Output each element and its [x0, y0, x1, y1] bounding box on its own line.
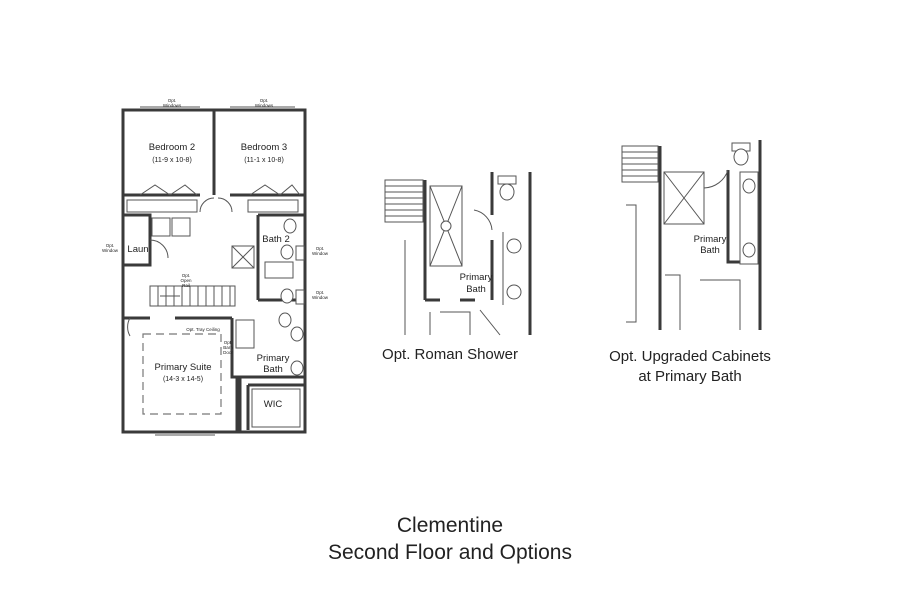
- option-roman-shower-plan: [384, 172, 532, 336]
- opt-open-rail-note-2: Open: [180, 278, 192, 283]
- opt-barn-door-note: Opt.: [224, 340, 233, 345]
- sink: [742, 242, 756, 258]
- opt-open-rail-note-3: Rail: [182, 283, 190, 288]
- option2-room-label-2: Bath: [700, 245, 720, 256]
- bedroom2-dims: (11-9 x 10-8): [152, 157, 192, 164]
- bath2-label: Bath 2: [262, 234, 289, 245]
- bedroom2-label: Bedroom 2: [149, 142, 195, 153]
- door-swing: [703, 169, 729, 189]
- tray-ceiling: [142, 333, 222, 415]
- option1-room-label-2: Bath: [466, 284, 486, 295]
- upgraded-cabinets: [739, 171, 759, 265]
- sink: [290, 326, 304, 342]
- toilet-tank: [497, 175, 517, 185]
- option2-room-label: Primary: [694, 234, 727, 245]
- option-upgraded-cabinets-plan: [621, 140, 762, 330]
- roman-shower: [429, 185, 463, 267]
- interior-wall: [665, 274, 741, 330]
- door-swing: [217, 197, 233, 213]
- opt-tray-ceiling-note: Opt. Tray Ceiling: [186, 327, 220, 332]
- toilet: [280, 244, 294, 260]
- laundry-label: Laun: [127, 244, 148, 255]
- opt-window-note: Opt.: [106, 243, 115, 248]
- opt-windows-note: Opt.: [260, 98, 269, 103]
- opt-windows-note: Opt.: [168, 98, 177, 103]
- opt-window-note: Opt.: [316, 290, 325, 295]
- linen-closet: [231, 245, 255, 269]
- interior-wall: [423, 180, 475, 302]
- washer: [151, 217, 171, 237]
- option2-caption-line1: Opt. Upgraded Cabinets: [609, 348, 771, 365]
- guide-line: [626, 204, 637, 323]
- laundry-wall: [123, 213, 152, 267]
- wic-label: WIC: [264, 399, 283, 410]
- primary-suite-label: Primary Suite: [154, 362, 211, 373]
- bathtub: [264, 261, 294, 279]
- shower-drain: [440, 220, 452, 232]
- closet-door-swing: [249, 184, 301, 196]
- toilet: [733, 148, 749, 166]
- page-title: Clementine: [396, 514, 504, 537]
- option1-room-label: Primary: [460, 272, 493, 283]
- opt-window-note-2: Window: [312, 295, 329, 300]
- toilet-tank: [295, 289, 305, 305]
- door-swing: [479, 309, 501, 336]
- closet-shelf: [126, 199, 198, 213]
- stairs: [384, 179, 424, 223]
- door-swing: [127, 317, 131, 337]
- sink: [290, 360, 304, 376]
- primary-suite-dims: (14-3 x 14-5): [163, 376, 203, 383]
- door-swing: [199, 197, 215, 213]
- toilet-tank: [295, 245, 305, 261]
- opt-barn-door-note-2: Barn: [223, 345, 233, 350]
- primary-bath-label: Primary: [257, 353, 290, 364]
- opt-window-note-2: Window: [312, 251, 329, 256]
- sink: [742, 178, 756, 194]
- opt-barn-door-note-3: Door: [223, 350, 233, 355]
- linen-mark: [231, 245, 255, 269]
- opt-open-rail-note: Opt.: [182, 273, 191, 278]
- option2-caption-line2: at Primary Bath: [638, 368, 742, 385]
- opt-windows-note-2: Windows: [255, 103, 274, 108]
- toilet: [278, 312, 292, 328]
- page-subtitle: Second Floor and Options: [328, 541, 572, 564]
- dryer: [171, 217, 191, 237]
- sink: [506, 284, 522, 300]
- stairs: [149, 285, 236, 307]
- closet-shelf: [247, 199, 299, 213]
- wic-shelving: [251, 388, 301, 428]
- closet-door-swing: [139, 184, 198, 196]
- toilet: [280, 288, 294, 304]
- wic-wall: [246, 383, 305, 430]
- opt-windows-note-2: Windows: [163, 103, 182, 108]
- sink: [283, 218, 297, 234]
- opt-window-note-2: Window: [102, 248, 119, 253]
- door-swing: [473, 209, 493, 231]
- bedroom3-dims: (11-1 x 10-8): [244, 157, 284, 164]
- option1-caption: Opt. Roman Shower: [382, 346, 518, 363]
- toilet: [499, 183, 515, 201]
- shower: [663, 171, 705, 225]
- shower: [235, 319, 255, 349]
- opt-window-note: Opt.: [316, 246, 325, 251]
- bedroom3-label: Bedroom 3: [241, 142, 287, 153]
- main-floor-plan: [121, 106, 307, 436]
- interior-wall: [429, 311, 471, 335]
- primary-bath-label-2: Bath: [263, 364, 283, 375]
- primary-bath-wall: [230, 318, 305, 379]
- door-swing: [149, 239, 169, 259]
- sink: [506, 238, 522, 254]
- interior-wall: [726, 170, 740, 264]
